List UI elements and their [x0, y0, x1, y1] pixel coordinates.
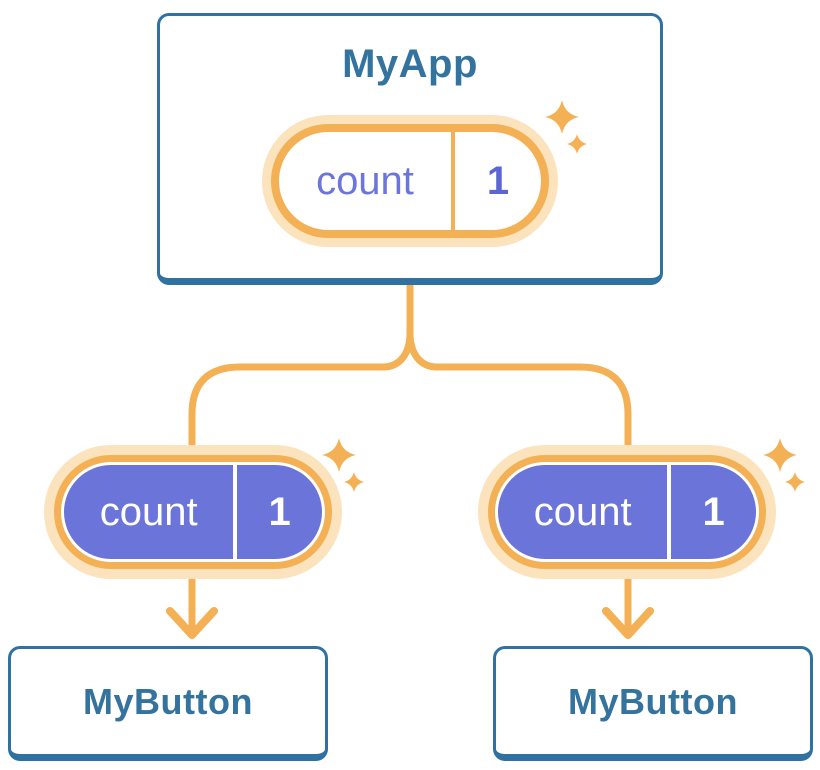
prop-name: count: [533, 489, 632, 534]
arrow-down-icon: [602, 607, 654, 639]
prop-pill-body: count 1: [64, 465, 322, 559]
component-title: MyButton: [83, 680, 253, 722]
connector-right-branch: [406, 279, 632, 635]
connector-left-branch: [188, 279, 414, 635]
pill-divider: [667, 465, 672, 559]
component-title: MyButton: [568, 680, 738, 722]
state-value: 1: [486, 158, 510, 203]
sparkle-icon: [322, 438, 364, 492]
prop-pill-right: count 1: [488, 455, 766, 569]
sparkle-icon: [545, 100, 587, 154]
pill-divider: [451, 132, 455, 230]
state-pill: count 1: [271, 124, 549, 238]
component-card-mybutton-left: MyButton: [8, 646, 328, 761]
state-name: count: [316, 158, 414, 203]
state-pill-body: count 1: [279, 132, 541, 230]
arrow-down-icon: [166, 607, 218, 639]
prop-value: 1: [702, 489, 725, 534]
component-title: MyApp: [342, 42, 478, 86]
prop-pill-body: count 1: [498, 465, 756, 559]
prop-pill-left: count 1: [54, 455, 332, 569]
component-card-mybutton-right: MyButton: [493, 646, 813, 761]
prop-value: 1: [268, 489, 291, 534]
pill-divider: [233, 465, 238, 559]
sparkle-icon: [763, 438, 805, 492]
prop-name: count: [99, 489, 198, 534]
